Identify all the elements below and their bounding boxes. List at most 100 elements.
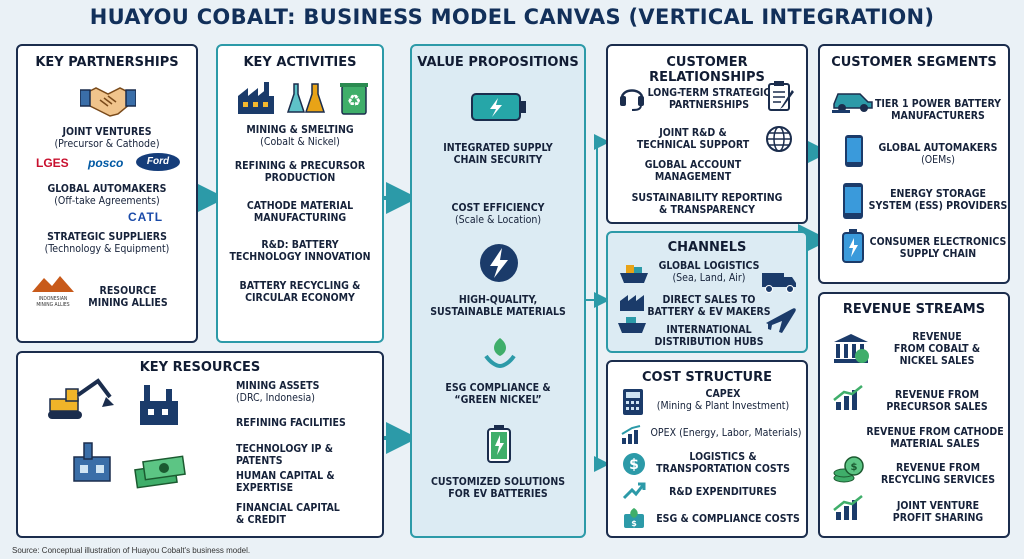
segment-3-l2: SYSTEM (ESS) PROVIDERS <box>868 200 1008 212</box>
ship-icon <box>618 317 646 333</box>
revenue-2-l1: REVENUE FROM <box>895 389 979 401</box>
segment-1-l1: TIER 1 POWER BATTERY <box>874 98 1002 110</box>
bar-growth-icon <box>621 425 641 444</box>
headset-icon <box>620 89 644 111</box>
activity-1-l2: (Cobalt & Nickel) <box>260 136 340 148</box>
arrow-value-relationships <box>585 134 610 301</box>
value-3-l1: HIGH-QUALITY, <box>458 294 538 306</box>
power-cell-icon <box>842 229 864 263</box>
indonesian-mining-allies-logo: INDONESIAN MINING ALLIES <box>36 296 70 308</box>
battery-vertical-icon <box>487 425 511 463</box>
revenue-3-l1: REVENUE FROM CATHODE <box>866 426 1004 438</box>
relationship-1-l2: PARTNERSHIPS <box>668 99 750 111</box>
strategic-suppliers-label: STRATEGIC SUPPLIERS <box>47 231 167 243</box>
airplane-icon <box>766 308 796 333</box>
cost-2-l1: OPEX (Energy, Labor, Materials) <box>650 427 802 439</box>
factory-icon <box>238 82 274 114</box>
source-note: Source: Conceptual illustration of Huayo… <box>12 546 251 555</box>
money-stack-icon <box>134 455 186 489</box>
tablet-icon <box>843 183 863 219</box>
smartphone-icon <box>845 135 863 167</box>
cost-5-l1: ESG & COMPLIANCE COSTS <box>656 513 800 525</box>
customer-relationships-header: CUSTOMER RELATIONSHIPS <box>649 55 765 85</box>
resource-5-l1: FINANCIAL CAPITAL <box>236 502 340 514</box>
relationship-1-l1: LONG-TERM STRATEGIC <box>647 87 771 99</box>
value-propositions-panel: VALUE PROPOSITIONS INTEGRATED SUPPLY CHA… <box>410 44 586 538</box>
resource-4-l1: HUMAN CAPITAL & <box>236 470 335 482</box>
activity-4-l1: R&D: BATTERY <box>261 239 339 251</box>
resource-2-l1: REFINING FACILITIES <box>236 417 346 429</box>
activity-5-l1: BATTERY RECYCLING & <box>239 280 361 292</box>
resource-4-l2: EXPERTISE <box>236 482 294 494</box>
svg-text:$: $ <box>631 519 637 528</box>
activity-2-l1: REFINING & PRECURSOR <box>234 160 366 172</box>
segment-4-l1: CONSUMER ELECTRONICS <box>869 236 1007 248</box>
handshake-icon <box>80 87 136 117</box>
resource-5-l2: & CREDIT <box>236 514 286 526</box>
value-1-l2: CHAIN SECURITY <box>453 154 543 166</box>
relationship-4-l2: & TRANSPARENCY <box>659 204 755 216</box>
svg-text:♻: ♻ <box>347 91 361 110</box>
relationship-3-l1: GLOBAL ACCOUNT <box>644 159 742 171</box>
revenue-1-l3: NICKEL SALES <box>899 355 975 367</box>
page-title: HUAYOU COBALT: BUSINESS MODEL CANVAS (VE… <box>89 5 935 29</box>
channel-2-l1: DIRECT SALES TO <box>662 294 756 306</box>
customer-segments-header: CUSTOMER SEGMENTS <box>831 55 997 70</box>
excavator-icon <box>48 378 114 419</box>
activity-3-l2: MANUFACTURING <box>253 212 347 224</box>
leaf-hands-icon <box>484 338 516 369</box>
clipboard-pen-icon <box>768 81 794 111</box>
cost-structure-header: COST STRUCTURE <box>642 370 772 385</box>
resource-3-l1: TECHNOLOGY IP & PATENTS <box>236 443 333 467</box>
dollar-coin-icon: $ <box>623 453 645 475</box>
revenue-3-l2: MATERIAL SALES <box>890 438 980 450</box>
truck-icon <box>762 273 796 293</box>
coins-stack-icon: $ <box>833 456 864 483</box>
value-2-l2: (Scale & Location) <box>454 214 542 226</box>
trend-up-icon <box>622 482 646 500</box>
key-partnerships-header: KEY PARTNERSHIPS <box>35 55 179 70</box>
electric-car-icon <box>832 93 873 113</box>
lightning-bolt-icon <box>480 244 518 282</box>
customer-segments-panel: CUSTOMER SEGMENTS TIER 1 POWER BATTERY M… <box>818 44 1010 284</box>
revenue-streams-header: REVENUE STREAMS <box>842 302 986 317</box>
refinery-icon <box>140 385 178 425</box>
global-automakers-sub: (Off-take Agreements) <box>54 195 160 207</box>
cost-3-l2: TRANSPORTATION COSTS <box>656 463 790 475</box>
revenue-4-l2: RECYCLING SERVICES <box>880 474 996 486</box>
activity-5-l2: CIRCULAR ECONOMY <box>245 292 355 304</box>
cost-3-l1: LOGISTICS & <box>689 451 757 463</box>
revenue-2-l2: PRECURSOR SALES <box>886 401 988 413</box>
channel-2-l2: BATTERY & EV MAKERS <box>647 306 771 318</box>
value-4-l1: ESG COMPLIANCE & <box>445 382 551 394</box>
lges-logo: LGES <box>36 156 69 170</box>
global-automakers-label: GLOBAL AUTOMAKERS <box>47 183 167 195</box>
joint-ventures-sub: (Precursor & Cathode) <box>54 138 160 150</box>
activity-1-l1: MINING & SMELTING <box>246 124 354 136</box>
activity-4-l2: TECHNOLOGY INNOVATION <box>229 251 371 263</box>
arrow-value-costs <box>594 300 610 472</box>
channel-3-l2: DISTRIBUTION HUBS <box>654 336 764 348</box>
calculator-icon <box>623 389 643 415</box>
mining-allies-label: MINING ALLIES <box>88 297 168 309</box>
factory-small-icon <box>620 295 644 311</box>
battery-charge-icon <box>471 93 526 121</box>
revenue-1-l1: REVENUE <box>912 331 962 343</box>
relationship-4-l1: SUSTAINABILITY REPORTING <box>631 192 783 204</box>
value-5-l2: FOR EV BATTERIES <box>448 488 548 500</box>
segment-2-l1: GLOBAL AUTOMAKERS <box>878 142 998 154</box>
svg-text:$: $ <box>629 457 639 473</box>
cost-1-l1: CAPEX <box>705 388 741 400</box>
key-activities-panel: KEY ACTIVITIES ♻ MINING & SMELTING (Coba… <box>216 44 384 343</box>
leaf-money-icon: $ <box>624 508 644 528</box>
revenue-5-l1: JOINT VENTURE <box>896 500 980 512</box>
value-4-l2: “GREEN NICKEL” <box>454 394 542 406</box>
globe-icon <box>766 126 792 152</box>
catl-logo: CATL <box>128 210 164 224</box>
key-resources-panel: KEY RESOURCES MINING ASSETS (DRC, Indone… <box>16 351 384 538</box>
channel-3-l1: INTERNATIONAL <box>666 324 752 336</box>
ford-logo: Ford <box>136 153 180 171</box>
joint-ventures-label: JOINT VENTURES <box>62 126 152 138</box>
segment-4-l2: SUPPLY CHAIN <box>899 248 977 260</box>
cost-4-l1: R&D EXPENDITURES <box>669 486 777 498</box>
